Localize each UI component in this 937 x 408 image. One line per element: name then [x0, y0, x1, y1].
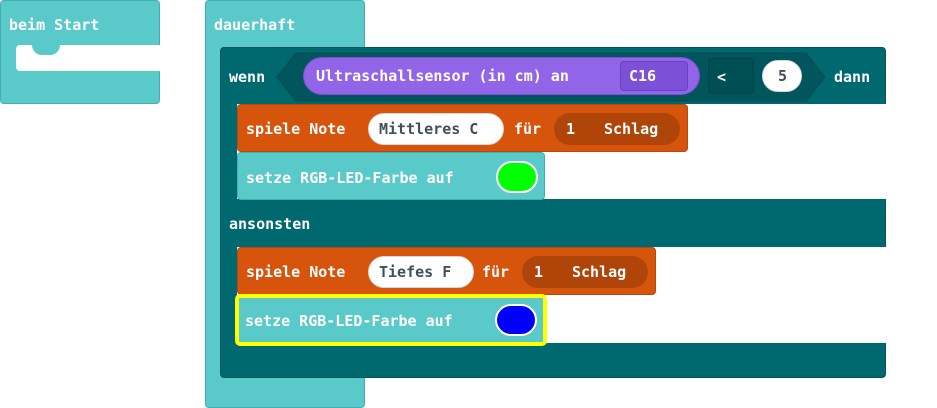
- beats-unit-1: Schlag: [604, 120, 659, 138]
- play-note-block-2[interactable]: spiele Note Tiefes F für 1 Schlag: [237, 247, 656, 295]
- ultrasonic-sensor-label: Ultraschallsensor (in cm) an: [316, 67, 569, 85]
- set-rgb-label-1: setze RGB-LED-Farbe auf: [246, 169, 454, 187]
- on-start-label: beim Start: [9, 16, 100, 34]
- note-value-2: Tiefes F: [379, 263, 452, 281]
- beats-unit-2: Schlag: [572, 263, 627, 281]
- color-swatch-blue[interactable]: [495, 304, 537, 336]
- pin-dropdown[interactable]: C16: [620, 61, 688, 91]
- note-dropdown-1[interactable]: Mittleres C: [368, 113, 504, 145]
- beats-dropdown-2[interactable]: 1 Schlag: [522, 256, 648, 288]
- beats-dropdown-1[interactable]: 1 Schlag: [554, 113, 680, 145]
- if-label: wenn: [229, 68, 266, 86]
- ultrasonic-sensor-block[interactable]: Ultraschallsensor (in cm) an C16: [303, 57, 700, 95]
- play-note-label-2: spiele Note: [246, 263, 346, 281]
- note-dropdown-2[interactable]: Tiefes F: [368, 256, 474, 288]
- color-swatch-green[interactable]: [496, 161, 538, 193]
- set-rgb-block-1[interactable]: setze RGB-LED-Farbe auf: [237, 152, 545, 200]
- beats-value-2: 1: [534, 263, 544, 281]
- note-value-1: Mittleres C: [379, 120, 479, 138]
- compare-value: 5: [778, 67, 788, 85]
- then-label: dann: [834, 68, 871, 86]
- play-note-block-1[interactable]: spiele Note Mittleres C für 1 Schlag: [237, 104, 688, 152]
- operator-dropdown[interactable]: <: [708, 58, 754, 94]
- set-rgb-label-2: setze RGB-LED-Farbe auf: [245, 312, 453, 330]
- compare-value-input[interactable]: 5: [762, 60, 802, 92]
- forever-label: dauerhaft: [214, 16, 296, 34]
- operator-value: <: [717, 68, 727, 86]
- for-label-2: für: [482, 263, 510, 281]
- play-note-label-1: spiele Note: [246, 120, 346, 138]
- beats-value-1: 1: [566, 120, 576, 138]
- on-start-slot-notch: [32, 45, 60, 55]
- else-label: ansonsten: [229, 215, 311, 233]
- pin-dropdown-value: C16: [629, 67, 657, 85]
- for-label-1: für: [514, 120, 542, 138]
- set-rgb-block-2[interactable]: setze RGB-LED-Farbe auf: [235, 294, 547, 346]
